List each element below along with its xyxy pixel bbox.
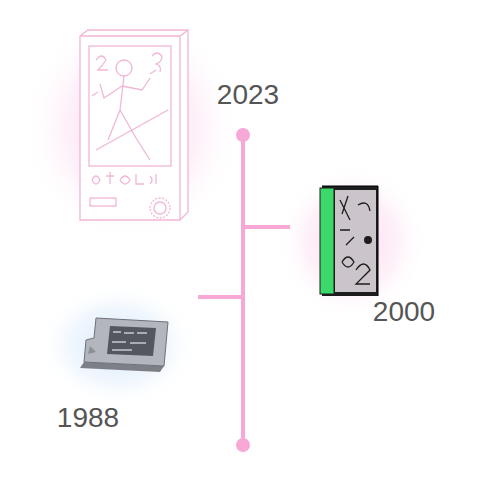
game-box-illustration xyxy=(80,30,188,220)
timeline-dot xyxy=(236,128,250,142)
year-label: 2000 xyxy=(373,298,435,326)
cd-case-illustration xyxy=(320,186,378,296)
timeline-branch xyxy=(243,225,290,229)
timeline-axis xyxy=(241,135,245,445)
timeline-dot xyxy=(236,438,250,452)
glow xyxy=(277,164,427,320)
timeline-branch xyxy=(198,295,243,299)
glow xyxy=(38,283,198,407)
year-label: 2023 xyxy=(217,81,279,109)
year-label: 1988 xyxy=(57,404,119,432)
timeline xyxy=(198,128,290,452)
glow xyxy=(22,13,242,243)
cartridge-illustration xyxy=(80,318,168,372)
